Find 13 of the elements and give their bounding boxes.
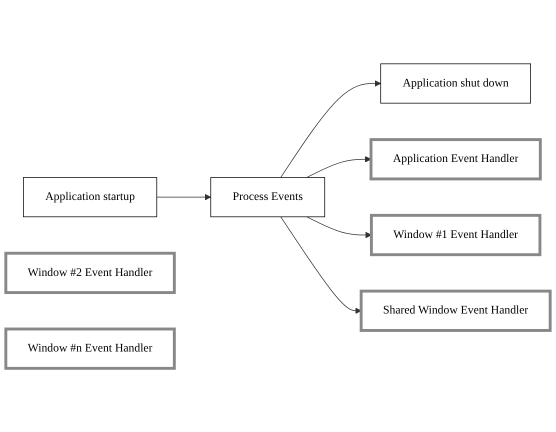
arrow bbox=[306, 216, 372, 238]
node-box: Process Events bbox=[210, 177, 326, 218]
node-box: Application startup bbox=[23, 177, 158, 218]
arrow bbox=[280, 80, 381, 178]
node-box: Window #2 Event Handler bbox=[4, 252, 176, 294]
arrow bbox=[280, 216, 362, 314]
node-box: Shared Window Event Handler bbox=[360, 290, 552, 332]
arrow bbox=[156, 194, 212, 200]
node-box: Window #n Event Handler bbox=[4, 327, 176, 370]
node-box: Application Event Handler bbox=[370, 138, 542, 180]
arrow bbox=[306, 156, 372, 178]
node-box: Window #1 Event Handler bbox=[370, 214, 542, 256]
node-box: Application shut down bbox=[380, 63, 531, 104]
